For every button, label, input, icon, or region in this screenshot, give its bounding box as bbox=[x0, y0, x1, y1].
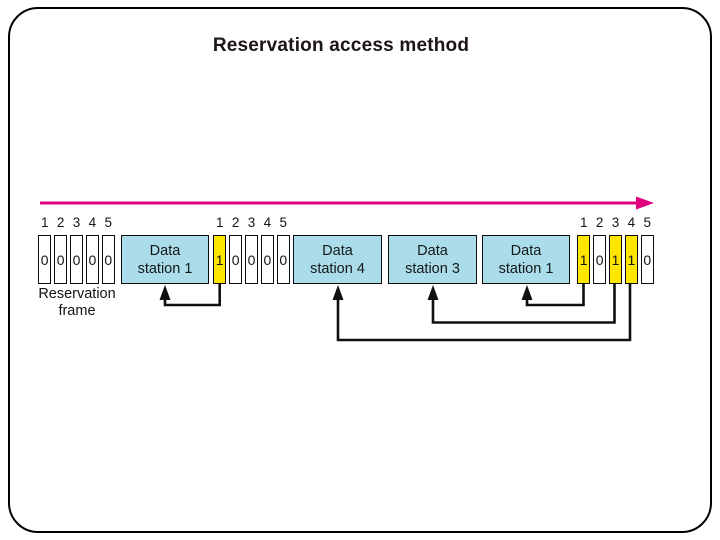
page-title: Reservation access method bbox=[212, 35, 470, 56]
slot-cell: 0 bbox=[85, 235, 100, 284]
slot-cell: 0 bbox=[260, 235, 275, 284]
slot-cell: 0 bbox=[38, 235, 52, 284]
slot-numbers-frame-1: 1 2 3 4 5 bbox=[38, 214, 115, 231]
reservation-frame-3: 1 0 1 1 0 bbox=[577, 235, 654, 284]
data-station-1-second-box: Data station 1 bbox=[482, 235, 570, 284]
slot-cell: 0 bbox=[69, 235, 84, 284]
reservation-frame-2: 1 0 0 0 0 bbox=[213, 235, 290, 284]
connector-frame3-slot3-to-station3 bbox=[427, 284, 616, 324]
data-station-3-box: Data station 3 bbox=[388, 235, 477, 284]
slot-cell: 1 bbox=[624, 235, 639, 284]
slot-numbers-frame-3: 1 2 3 4 5 bbox=[577, 214, 654, 231]
slot-cell: 1 bbox=[577, 235, 591, 284]
slot-number: 5 bbox=[279, 215, 288, 230]
data-station-label: Data station 4 bbox=[310, 242, 365, 277]
slot-number: 2 bbox=[56, 215, 65, 230]
reservation-frame-1: 0 0 0 0 0 bbox=[38, 235, 115, 284]
slot-cell: 0 bbox=[244, 235, 259, 284]
slot-number: 1 bbox=[40, 215, 49, 230]
slot-number: 1 bbox=[579, 215, 588, 230]
slot-number: 5 bbox=[104, 215, 113, 230]
reservation-frame-caption: Reservation frame bbox=[38, 286, 116, 319]
slot-cell: 1 bbox=[213, 235, 227, 284]
time-axis-arrow bbox=[40, 196, 654, 210]
slot-cell: 0 bbox=[592, 235, 607, 284]
slot-cell: 0 bbox=[53, 235, 68, 284]
slot-number: 4 bbox=[88, 215, 97, 230]
slot-cell: 0 bbox=[640, 235, 654, 284]
slot-number: 5 bbox=[643, 215, 652, 230]
connector-frame2-slot1-to-station1 bbox=[159, 284, 221, 307]
slot-number: 3 bbox=[72, 215, 81, 230]
data-station-label: Data station 3 bbox=[405, 242, 460, 277]
data-station-4-box: Data station 4 bbox=[293, 235, 382, 284]
slot-cell: 0 bbox=[101, 235, 115, 284]
slot-number: 4 bbox=[627, 215, 636, 230]
slot-cell: 0 bbox=[228, 235, 243, 284]
slot-number: 2 bbox=[231, 215, 240, 230]
slot-numbers-frame-2: 1 2 3 4 5 bbox=[213, 214, 290, 231]
connector-frame3-slot1-to-station1 bbox=[521, 284, 585, 307]
slot-number: 3 bbox=[611, 215, 620, 230]
slot-number: 2 bbox=[595, 215, 604, 230]
data-station-label: Data station 1 bbox=[137, 242, 193, 277]
slot-number: 1 bbox=[215, 215, 224, 230]
connector-frame3-slot4-to-station4 bbox=[332, 284, 632, 342]
slot-number: 4 bbox=[263, 215, 272, 230]
data-station-label: Data station 1 bbox=[498, 242, 554, 277]
slot-cell: 0 bbox=[276, 235, 290, 284]
slot-number: 3 bbox=[247, 215, 256, 230]
slot-cell: 1 bbox=[608, 235, 623, 284]
data-station-1-box: Data station 1 bbox=[121, 235, 209, 284]
